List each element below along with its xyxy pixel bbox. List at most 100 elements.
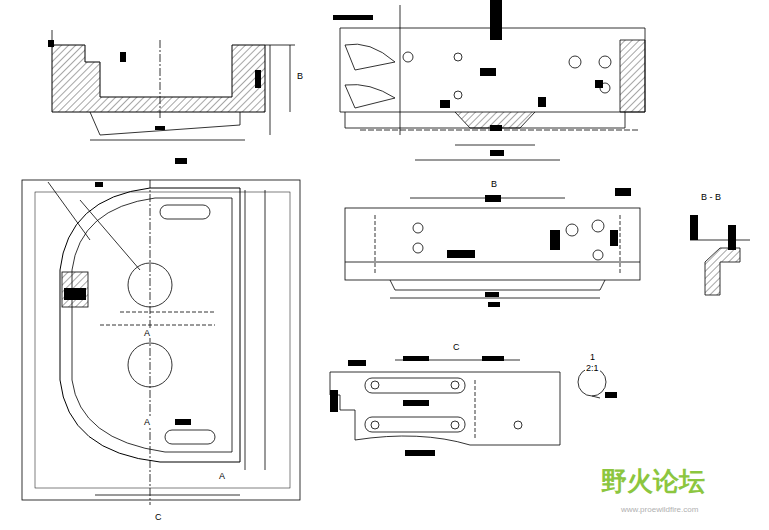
dimension-line (455, 145, 535, 146)
redaction-mark (348, 360, 366, 366)
view-title: C (452, 343, 461, 352)
redaction-mark (488, 302, 500, 307)
lug-outline (345, 44, 395, 70)
extension-line (52, 30, 53, 40)
redaction-mark (95, 182, 103, 187)
detail-number: 1 (589, 353, 596, 362)
plan-view (22, 180, 300, 505)
section-letter: A (218, 472, 226, 481)
redaction-mark (690, 215, 698, 240)
redaction-mark (480, 68, 496, 76)
redaction-mark (175, 419, 191, 425)
redaction-mark (175, 158, 187, 164)
redaction-mark (595, 80, 603, 88)
taper-outline (90, 112, 240, 135)
hidden-line (475, 380, 476, 440)
watermark-url: www.proewildfire.com (620, 506, 699, 514)
redacted-dimensions (48, 0, 736, 456)
hole (454, 91, 462, 99)
view-b (345, 198, 640, 298)
slot (160, 205, 210, 219)
dimension-frame (35, 192, 290, 488)
section-b-b (690, 240, 750, 295)
hole (593, 250, 603, 260)
detail-scale: 2:1 (585, 364, 600, 373)
redaction-mark (155, 126, 165, 130)
hole (403, 52, 413, 62)
dimension-line (390, 298, 600, 299)
section-title: B - B (700, 193, 722, 202)
hatched-section (62, 272, 88, 307)
hidden-line (120, 312, 215, 313)
hatched-section (620, 40, 645, 112)
centerline (160, 40, 161, 120)
hole (566, 224, 578, 236)
redaction-mark (120, 52, 126, 62)
leader-line (592, 396, 600, 398)
hatched-section (705, 248, 740, 295)
edge-line (345, 262, 640, 263)
view-letter: C (154, 513, 163, 522)
dimension-line (265, 190, 266, 470)
redaction-mark (490, 125, 502, 131)
hole (413, 223, 423, 233)
base-outline (390, 280, 605, 290)
dimension-line (245, 190, 246, 470)
part-outline (330, 372, 560, 445)
hole (599, 56, 611, 68)
redaction-mark (405, 450, 435, 456)
leader-line (80, 200, 140, 270)
redaction-mark (255, 70, 261, 88)
redaction-mark (64, 288, 86, 300)
hole (514, 421, 522, 429)
redaction-mark (490, 150, 504, 156)
dimension-frame (22, 180, 300, 500)
watermark: 野火论坛 (600, 468, 706, 494)
edge-line (345, 112, 625, 113)
redaction-mark (440, 100, 450, 108)
redaction-mark (485, 195, 501, 202)
dimension-line (690, 240, 750, 241)
dimension-line (95, 495, 240, 496)
dimension-line (270, 45, 271, 135)
section-letter: A (143, 418, 151, 427)
view-title: B (490, 180, 498, 189)
redaction-mark (330, 390, 338, 412)
hole (451, 381, 459, 389)
section-view-top-left (52, 30, 295, 140)
redaction-mark (48, 40, 54, 47)
redaction-mark (333, 15, 373, 20)
view-letter: B (296, 72, 304, 81)
redaction-mark (615, 188, 631, 196)
hole (451, 421, 459, 429)
redaction-mark (728, 225, 736, 250)
dimension-line (415, 160, 560, 161)
part-outline (345, 208, 640, 280)
hatched-section (52, 45, 265, 112)
centerline (150, 180, 151, 505)
hidden-line (375, 215, 376, 275)
redaction-mark (403, 356, 429, 361)
redaction-mark (482, 356, 504, 361)
slot (365, 417, 465, 432)
leader-line (48, 182, 90, 240)
dimension-line (400, 5, 401, 135)
hidden-line (100, 325, 215, 326)
redaction-mark (538, 97, 546, 107)
hole (454, 53, 462, 61)
section-letter: A (143, 329, 151, 338)
redaction-mark (447, 250, 475, 258)
extension-line (265, 45, 295, 46)
dimension-line (90, 140, 245, 141)
redaction-mark (605, 392, 617, 398)
hole (592, 220, 604, 232)
hole (371, 381, 379, 389)
part-outline (340, 28, 645, 128)
redaction-mark (403, 400, 429, 406)
lug-outline (345, 85, 395, 108)
hole (569, 56, 581, 68)
redaction-mark (610, 230, 618, 246)
redaction-mark (550, 230, 560, 250)
